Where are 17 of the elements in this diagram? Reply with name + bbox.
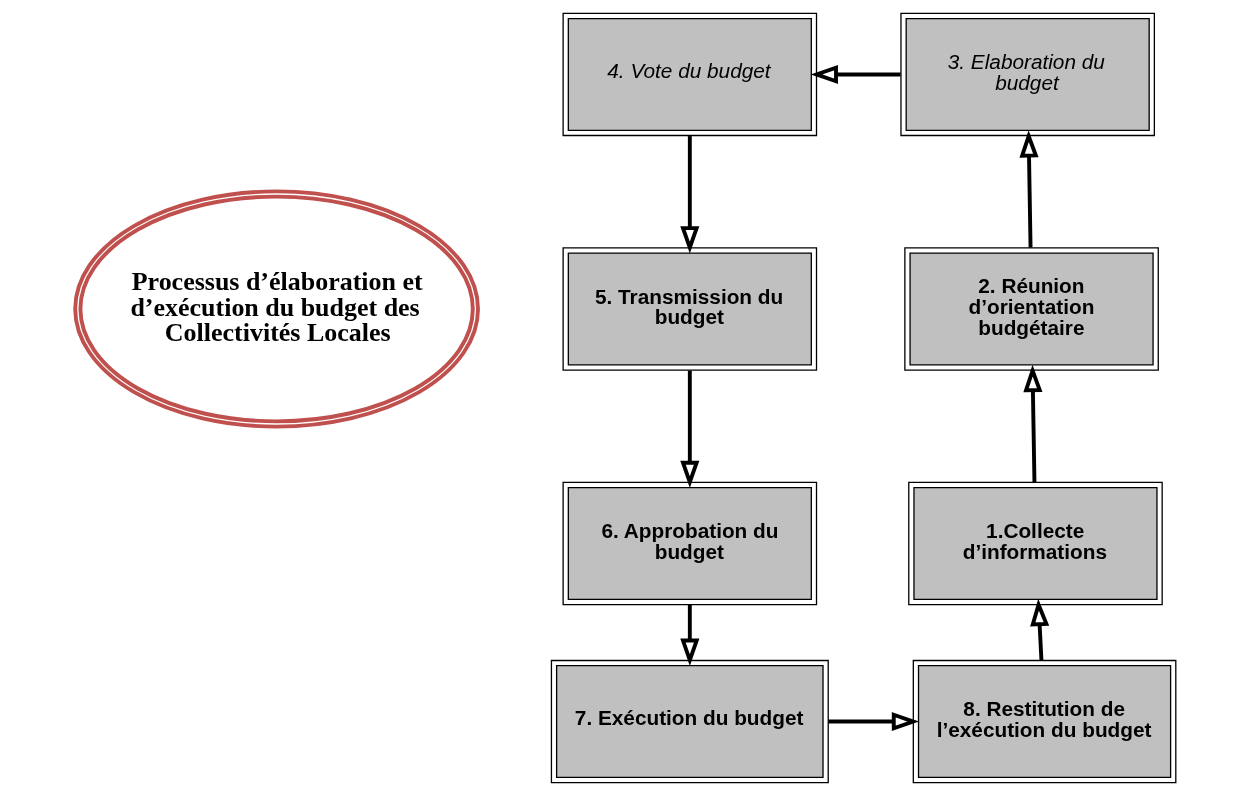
arrow <box>810 64 901 84</box>
arrow <box>1019 130 1039 248</box>
node-box: 3. Elaboration du budget <box>900 12 1155 137</box>
arrow <box>1030 598 1050 661</box>
arrow <box>680 136 700 254</box>
arrow <box>680 370 700 489</box>
arrow <box>680 604 700 666</box>
node-box: 8. Restitution de l’exécution du budget <box>912 659 1177 784</box>
arrow <box>828 712 920 732</box>
node-box: 5. Transmission du budget <box>562 247 818 371</box>
node-box: 4. Vote du budget <box>562 12 818 137</box>
node-box: 6. Approbation du budget <box>562 481 818 606</box>
node-box: 7. Exécution du budget <box>550 659 829 784</box>
node-ellipse: Processus d’élaboration et d’exécution du budget des Collectivités Locales <box>73 189 480 429</box>
arrow <box>1023 364 1043 483</box>
node-box: 2. Réunion d’orientation budgétaire <box>904 247 1159 371</box>
node-box: 1.Collecte d’informations <box>908 481 1163 606</box>
